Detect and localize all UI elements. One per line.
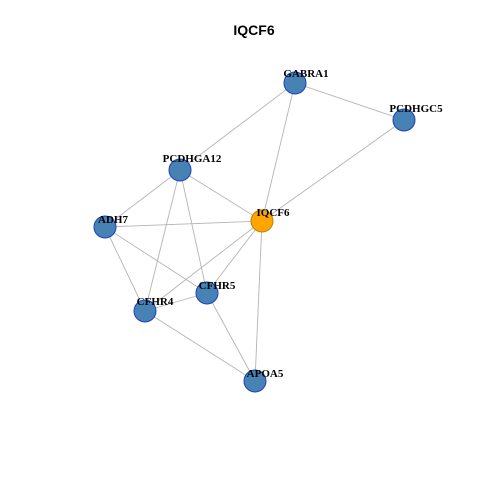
node-label-apoa5: APOA5 bbox=[247, 368, 284, 380]
edge-cfhr4-apoa5 bbox=[144, 310, 256, 382]
node-circle-cfhr5 bbox=[195, 281, 219, 305]
edge-pcdhgc5-iqcf6 bbox=[261, 119, 405, 222]
node-pcdhgc5: PCDHGC5 bbox=[389, 103, 443, 132]
edge-gabra1-iqcf6 bbox=[261, 82, 296, 222]
node-label-iqcf6: IQCF6 bbox=[257, 207, 291, 219]
node-pcdhga12: PCDHGA12 bbox=[163, 153, 222, 182]
node-apoa5: APOA5 bbox=[243, 368, 284, 393]
node-label-cfhr4: CFHR4 bbox=[137, 296, 174, 308]
edge-layer bbox=[104, 82, 405, 382]
edge-cfhr5-apoa5 bbox=[206, 292, 256, 382]
node-circle-iqcf6 bbox=[250, 209, 274, 233]
edge-pcdhga12-cfhr4 bbox=[144, 169, 181, 312]
edge-pcdhga12-adh7 bbox=[104, 169, 181, 228]
edge-pcdhga12-iqcf6 bbox=[179, 169, 263, 222]
edge-iqcf6-cfhr4 bbox=[144, 220, 263, 312]
node-label-adh7: ADH7 bbox=[98, 214, 128, 226]
node-circle-gabra1 bbox=[283, 71, 307, 95]
node-label-pcdhgc5: PCDHGC5 bbox=[389, 103, 443, 115]
node-label-gabra1: GABRA1 bbox=[283, 68, 328, 80]
node-circle-pcdhga12 bbox=[168, 158, 192, 182]
edge-gabra1-pcdhgc5 bbox=[294, 82, 405, 121]
node-layer: GABRA1PCDHGC5PCDHGA12IQCF6ADH7CFHR5CFHR4… bbox=[93, 68, 443, 393]
edge-pcdhga12-cfhr5 bbox=[179, 169, 208, 294]
edge-adh7-cfhr4 bbox=[104, 226, 146, 312]
node-circle-adh7 bbox=[93, 215, 117, 239]
node-gabra1: GABRA1 bbox=[283, 68, 329, 95]
diagram-title: IQCF6 bbox=[233, 22, 274, 38]
edge-iqcf6-cfhr5 bbox=[206, 220, 263, 294]
node-adh7: ADH7 bbox=[93, 214, 128, 239]
node-cfhr5: CFHR5 bbox=[195, 280, 236, 305]
node-circle-cfhr4 bbox=[133, 299, 157, 323]
node-label-pcdhga12: PCDHGA12 bbox=[163, 153, 222, 165]
node-circle-apoa5 bbox=[243, 369, 267, 393]
node-iqcf6: IQCF6 bbox=[250, 207, 291, 233]
edge-iqcf6-apoa5 bbox=[254, 220, 263, 382]
edge-gabra1-pcdhga12 bbox=[179, 82, 296, 171]
edge-adh7-iqcf6 bbox=[104, 220, 263, 228]
node-cfhr4: CFHR4 bbox=[133, 296, 174, 323]
node-circle-pcdhgc5 bbox=[392, 108, 416, 132]
edge-adh7-cfhr5 bbox=[104, 226, 208, 294]
node-label-cfhr5: CFHR5 bbox=[199, 280, 236, 292]
